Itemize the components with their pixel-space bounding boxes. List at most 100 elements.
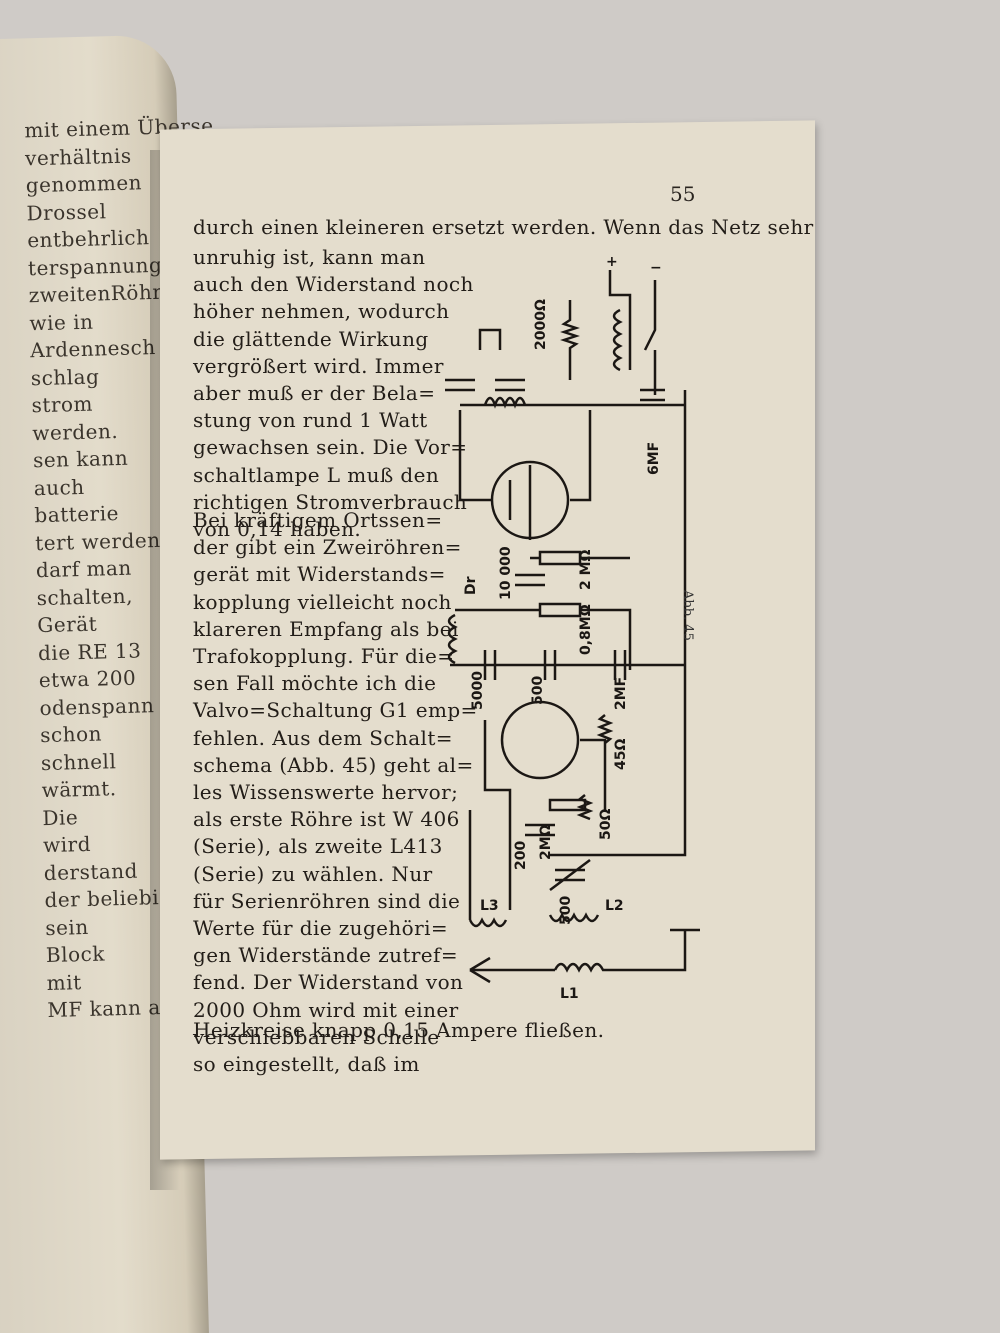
text-line: für Serienröhren sind die [193, 888, 461, 913]
capacitor-2mf [613, 650, 627, 680]
text-line: derstand [43, 858, 139, 885]
bottom-text-line: Heizkreise knapp 0,15 Ampere fließen. [193, 1018, 605, 1042]
text-line: gerät mit Widerstands= [193, 562, 446, 587]
label-2m-a: 2 MΩ [578, 549, 594, 590]
resistor-45 [596, 714, 614, 744]
label-2000: 2000Ω [533, 299, 549, 350]
resistor-2000 [560, 300, 580, 380]
coil-l2 [548, 912, 600, 923]
page-number: 55 [670, 182, 696, 206]
text-line: werden. [31, 418, 119, 445]
label-minus: − [650, 260, 662, 276]
text-line: richtigen Stromverbrauch [193, 489, 468, 514]
choke-coil [612, 308, 623, 372]
resistor-2m-a [538, 550, 582, 566]
label-08m: 0,8MΩ [578, 604, 594, 655]
resistor-2m-b [548, 798, 587, 812]
capacitor-200 [525, 823, 555, 837]
capacitor-500-a [543, 650, 557, 680]
label-dr: Dr [463, 576, 479, 595]
plus-wire [608, 270, 632, 370]
text-line: von 0,14 haben. [193, 517, 362, 541]
resistor-08m [538, 602, 582, 618]
text-line: Valvo=Schaltung G1 emp= [193, 698, 478, 723]
text-line: Block [45, 941, 106, 968]
text-line: kopplung vielleicht noch [193, 589, 452, 614]
text-line: als erste Röhre ist W 406 [193, 807, 460, 832]
text-line: der gibt ein Zweiröhren= [193, 535, 462, 560]
text-line: darf man [35, 555, 133, 583]
text-line: sein [44, 914, 89, 940]
text-line: schema (Abb. 45) geht al= [193, 752, 474, 777]
small-coil [483, 396, 527, 409]
top-text-line: durch einen kleineren ersetzt werden. We… [193, 215, 814, 239]
text-line: wie in [29, 309, 94, 335]
text-line: Drossel [26, 198, 107, 225]
text-line: Gerät [37, 611, 98, 638]
label-l2: L2 [605, 898, 624, 914]
capacitor-500-b [549, 859, 591, 891]
top-capacitors [445, 378, 525, 392]
text-line: verschiebbaren Schelle [193, 1024, 440, 1049]
text-line: odenspann [39, 692, 155, 720]
label-2mf: 2MF [613, 677, 629, 710]
text-line: (Serie) zu wählen. Nur [193, 861, 433, 886]
coil-l1 [553, 930, 687, 973]
capacitor-5000 [483, 650, 497, 680]
label-500-a: 500 [530, 676, 546, 705]
text-line: les Wissenswerte hervor; [193, 780, 459, 804]
text-line: fend. Der Widerstand von [193, 970, 464, 995]
text-line: entbehrlich [26, 225, 150, 253]
text-line: höher nehmen, wodurch [193, 299, 450, 324]
coil-l3 [468, 917, 508, 928]
text-line: (Serie), als zweite L413 [193, 834, 443, 859]
text-line: klareren Empfang als bei [193, 616, 459, 641]
text-line: mit [46, 969, 82, 995]
text-line: terspannung [27, 252, 163, 280]
text-line: schlag [30, 363, 100, 390]
text-line: verhältnis [24, 143, 132, 170]
label-200: 200 [513, 841, 529, 870]
text-line: genommen [25, 170, 143, 198]
text-line: tert werden [34, 527, 161, 555]
text-line: fehlen. Aus dem Schalt= [193, 725, 453, 750]
text-line: unruhig ist, kann man [193, 245, 426, 269]
text-line: Bei kräftigem Ortssen= [193, 508, 443, 532]
label-50: 50Ω [598, 809, 614, 840]
text-line: schalten, [36, 583, 134, 610]
text-line: die RE 13 [37, 637, 142, 665]
right-bus-wire [550, 390, 687, 857]
text-line: sen kann [32, 445, 129, 473]
text-line: gewachsen sein. Die Vor= [193, 435, 468, 460]
text-line: Trafokopplung. Für die= [193, 644, 455, 668]
dr-coil [447, 613, 458, 665]
label-l3: L3 [480, 898, 499, 914]
figure-caption: Abb. 45 [680, 590, 695, 641]
text-line: schaltlampe L muß den [193, 462, 440, 487]
text-line: strom [31, 391, 94, 418]
text-line: sen Fall möchte ich die [193, 671, 437, 696]
text-line: vergrößert wird. Immer [193, 353, 444, 378]
text-line: Die [42, 804, 79, 830]
text-line: Werte für die zugehöri= [193, 916, 449, 940]
text-line: die glättende Wirkung [193, 326, 429, 351]
label-6mf: 6MF [646, 442, 662, 475]
text-line: der beliebi [44, 885, 160, 913]
label-5000: 5000 [470, 671, 486, 710]
text-line: schnell [40, 748, 117, 775]
text-line: Ardennesch [29, 334, 157, 363]
text-line: wird [42, 831, 92, 858]
text-line: auch den Widerstand noch [193, 272, 474, 297]
switch [643, 280, 657, 351]
label-10000: 10 000 [498, 546, 514, 600]
tube-2 [500, 700, 580, 780]
text-line: gen Widerstände zutref= [193, 943, 458, 968]
label-45: 45Ω [613, 739, 629, 770]
resistor-50 [576, 794, 594, 821]
circuit-diagram: 2000Ω 6MF 2 MΩ 10 000 Dr 0,8MΩ 5000 500 … [445, 254, 700, 1000]
label-plus: + [606, 254, 618, 270]
text-line: etwa 200 [38, 665, 137, 693]
capacitor-10000 [515, 573, 545, 587]
